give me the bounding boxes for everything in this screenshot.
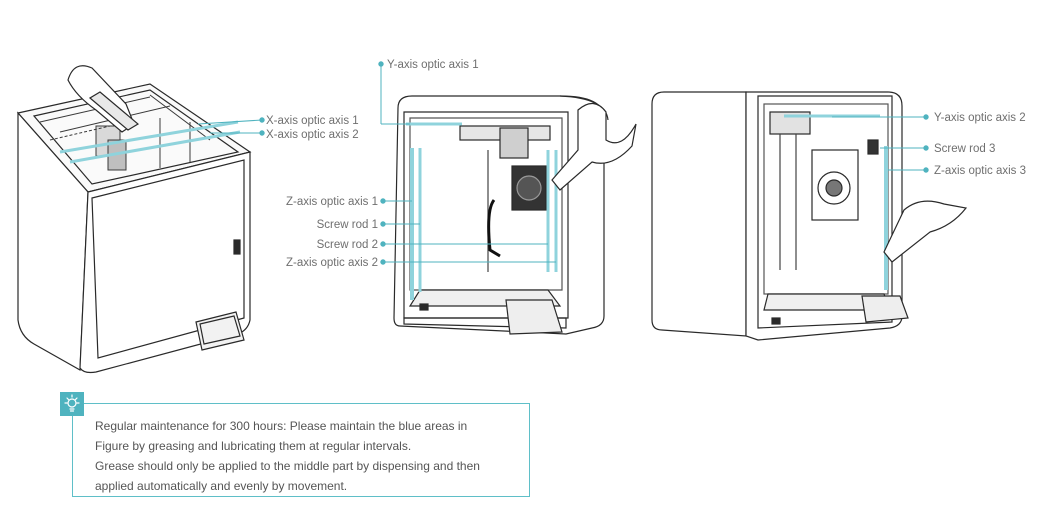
label-y-axis-optic-axis-1: Y-axis optic axis 1 [387,59,479,71]
callout-lines [197,61,929,265]
printer-rear-view [651,91,968,341]
maintenance-note-box [72,403,530,497]
label-screw-rod-1: Screw rod 1 [317,219,378,231]
label-screw-rod-2: Screw rod 2 [317,239,378,251]
label-z-axis-optic-axis-3: Z-axis optic axis 3 [934,165,1026,177]
lightbulb-icon [64,394,80,412]
label-x-axis-optic-axis-1: X-axis optic axis 1 [266,115,359,127]
maintenance-note: Regular maintenance for 300 hours: Pleas… [95,416,525,496]
printer-top-view [16,65,252,374]
note-line: Figure by greasing and lubricating them … [95,439,412,453]
note-line: Grease should only be applied to the mid… [95,459,480,473]
label-z-axis-optic-axis-2: Z-axis optic axis 2 [286,257,378,269]
note-line: Regular maintenance for 300 hours: Pleas… [95,419,468,433]
note-line: applied automatically and evenly by move… [95,479,348,493]
tip-badge [60,392,84,416]
label-y-axis-optic-axis-2: Y-axis optic axis 2 [934,112,1026,124]
label-x-axis-optic-axis-2: X-axis optic axis 2 [266,129,359,141]
label-z-axis-optic-axis-1: Z-axis optic axis 1 [286,196,378,208]
label-screw-rod-3: Screw rod 3 [934,143,995,155]
printer-front-view [393,95,637,335]
